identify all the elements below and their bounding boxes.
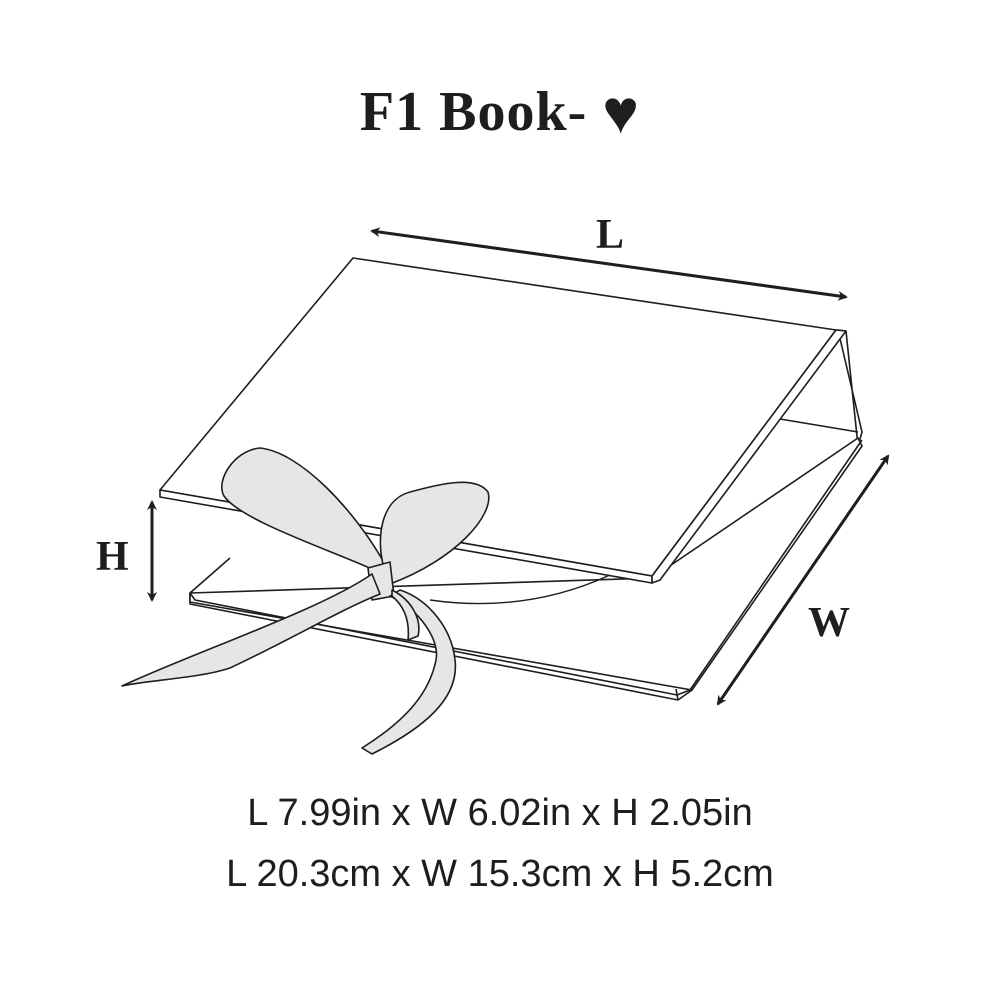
gift-box-illustration: [159, 257, 863, 701]
length-arrow: [370, 227, 848, 301]
title-text: F1 Book-: [359, 81, 588, 143]
ribbon-bow-illustration: [121, 447, 490, 755]
ribbon-band: [429, 574, 611, 605]
heart-icon: ♥: [602, 79, 641, 147]
height-label: H: [96, 534, 129, 580]
page-title: F1 Book- ♥: [0, 78, 1000, 149]
width-label: W: [808, 600, 850, 646]
dimensions-metric: L 20.3cm x W 15.3cm x H 5.2cm: [226, 853, 774, 895]
length-label: L: [596, 212, 625, 258]
width-arrow: [716, 454, 890, 706]
dimensions-imperial: L 7.99in x W 6.02in x H 2.05in: [247, 792, 753, 834]
